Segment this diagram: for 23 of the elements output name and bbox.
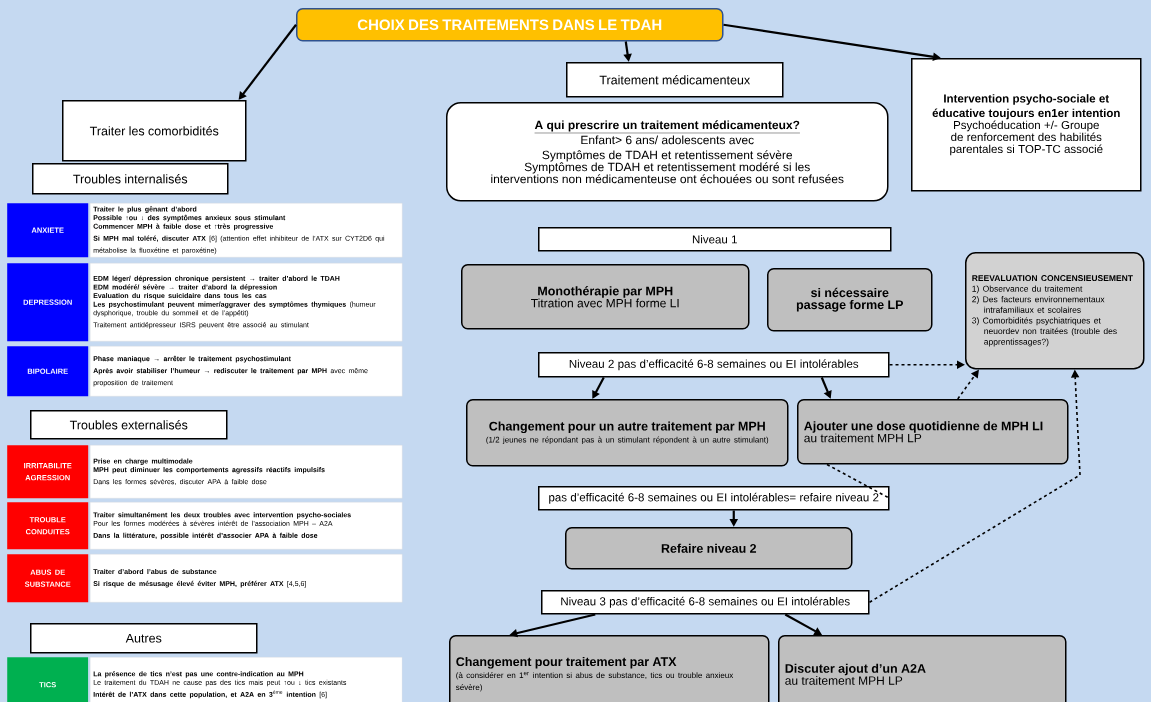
level-box: Niveau 2 pas d’efficacité 6-8 semaines ou EI intolérables	[538, 352, 890, 378]
treatment-box: Refaire niveau 2	[565, 527, 853, 570]
treatment-box: Monothérapie par MPH Titration avec MPH forme LI	[461, 264, 750, 330]
rounded-box: REEVALUATION CONCENSIEUSEMENT 1) Observance du traitement 2) Des facteurs environnementaux intrafamiliaux et scolaires 3) Comorbidités psychiatriques et neuordev non traitées (trouble des apprentissages?)	[965, 252, 1145, 370]
level-box: Niveau 3 pas d’efficacité 6-8 semaines ou EI intolérables	[541, 590, 870, 615]
treatment-box: Ajouter une dose quotidienne de MPH LI au traitement MPH LP	[797, 399, 1069, 465]
level-box: pas d’efficacité 6-8 semaines ou EI intolérables= refaire niveau 2	[538, 486, 890, 511]
text-box: Intervention psycho-sociale et éducative toujours en1er intention Psychoéducation +/- Groupe de renforcement des habilités parentales si TOP-TC associé	[911, 58, 1142, 192]
title-banner: CHOIX DES TRAITEMENTS DANS LE TDAH	[296, 8, 724, 42]
arrow	[592, 377, 605, 399]
dashed-line	[826, 463, 891, 500]
treatment-box: Changement pour traitement par ATX (à considérer en 1$^{er}$ intention si abus de substance, tics ou trouble anxieux sévère)	[449, 635, 770, 702]
section-header: Troubles internalisés	[32, 163, 229, 195]
treatment-box: Changement pour un autre traitement par MPH (1/2 jeunes ne répondant pas à un stimulant répondent à un autre stimulant)	[466, 399, 789, 467]
section-header: Troubles externalisés	[30, 410, 228, 440]
arrow	[238, 24, 297, 100]
treatment-box: si nécessaire passage forme LP	[767, 268, 933, 332]
text-box: Traiter les comorbidités	[62, 100, 247, 162]
treatment-box: Discuter ajout d’un A2A au traitement MPH LP	[778, 635, 1067, 702]
text-box: Traitement médicamenteux	[566, 62, 784, 98]
rounded-box: A qui prescrire un traitement médicamenteux? Enfant> 6 ans/ adolescents avec Symptômes de TDAH et retentissement sévère Symptômes de TDAH et retentissement modéré si les interventions non médicamenteuse ont échouées ou sont refusées	[446, 102, 889, 202]
level-box: Niveau 1	[538, 227, 892, 252]
section-header: Autres	[30, 623, 258, 654]
